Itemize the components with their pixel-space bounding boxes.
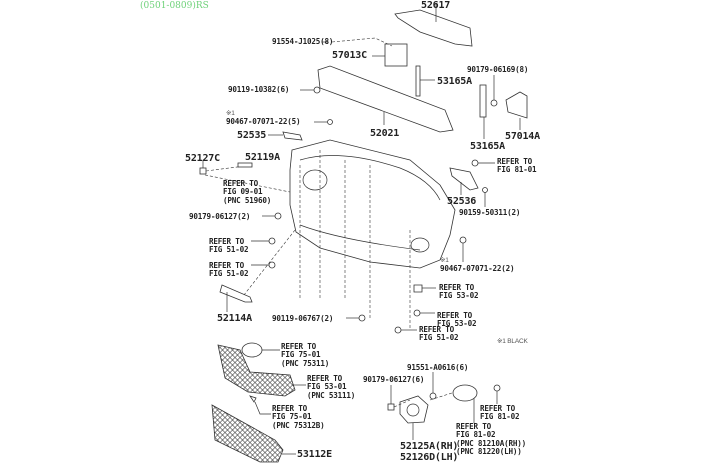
part-53165a-lower[interactable]: 53165A (470, 141, 505, 152)
part-90467-07071-22-2[interactable]: 90467-07071-22(2) (440, 264, 515, 273)
part-52119a[interactable]: 52119A (245, 152, 280, 163)
refer-fig-53-01[interactable]: REFER TO FIG 53-01 (PNC 53111) (307, 374, 356, 400)
refer-fig-53-02-b[interactable]: REFER TO FIG 53-02 (437, 311, 477, 329)
bumper-arm-57014A (505, 91, 528, 119)
part-52114a[interactable]: 52114A (217, 313, 252, 324)
part-52535[interactable]: 52535 (237, 130, 267, 141)
note-marker: ※1 (226, 110, 235, 117)
fog-lamp-cover (399, 395, 429, 424)
bumper-reinforcement (317, 65, 454, 133)
part-90179-06169[interactable]: 90179-06169(8) (467, 65, 529, 74)
refer-fig-51-02-c[interactable]: REFER TO FIG 51-02 (419, 325, 459, 343)
part-90119-10382[interactable]: 90119-10382(6) (228, 85, 290, 94)
part-90179-06127-2[interactable]: 90179-06127(2) (189, 212, 251, 221)
black-note: ※1 BLACK (497, 338, 528, 345)
refer-fig-51-02-b[interactable]: REFER TO FIG 51-02 (209, 261, 249, 279)
refer-fig-81-02-a[interactable]: REFER TO FIG 81-02 (480, 404, 520, 422)
part-91554-j1025[interactable]: 91554-J1025(8) (272, 37, 334, 46)
bumper-arm-57013C (384, 43, 408, 67)
model-code-title: (0501-0809)RS (140, 1, 209, 11)
fog-lamp (452, 384, 478, 402)
part-52127c[interactable]: 52127C (185, 153, 220, 164)
part-53112e[interactable]: 53112E (297, 449, 332, 460)
part-52125a-52126d[interactable]: 52125A(RH) 52126D(LH) (400, 441, 459, 463)
part-90159-50311[interactable]: 90159-50311(2) (459, 208, 521, 217)
part-90179-06127-6[interactable]: 90179-06127(6) (363, 375, 425, 384)
part-90119-06767[interactable]: 90119-06767(2) (272, 314, 334, 323)
emblem (241, 342, 263, 358)
refer-fig-09-01[interactable]: REFER TO FIG 09-01 (PNC 51960) (223, 179, 272, 205)
refer-fig-51-02-a[interactable]: REFER TO FIG 51-02 (209, 237, 249, 255)
part-53165a-upper[interactable]: 53165A (437, 76, 472, 87)
part-90467-07071-22-5[interactable]: 90467-07071-22(5) (226, 117, 301, 126)
refer-fig-81-02-b[interactable]: REFER TO FIG 81-02 (PNC 81210A(RH)) (PNC… (456, 422, 526, 457)
part-57014a[interactable]: 57014A (505, 131, 540, 142)
upper-radiator-grille (217, 344, 296, 397)
refer-fig-53-02-a[interactable]: REFER TO FIG 53-02 (439, 283, 479, 301)
refer-fig-75-01-b[interactable]: REFER TO FIG 75-01 (PNC 75312B) (272, 404, 325, 430)
lower-radiator-grille (211, 404, 284, 463)
note-marker: ※1 (440, 257, 449, 264)
upper-bumper-retainer (394, 9, 473, 47)
refer-fig-75-01-a[interactable]: REFER TO FIG 75-01 (PNC 75311) (281, 342, 330, 368)
part-52021[interactable]: 52021 (370, 128, 400, 139)
refer-fig-81-01[interactable]: REFER TO FIG 81-01 (497, 157, 537, 175)
part-91551-a0616[interactable]: 91551-A0616(6) (407, 363, 469, 372)
part-57013c[interactable]: 57013C (332, 50, 367, 61)
side-retainer-52536 (449, 167, 479, 191)
front-bumper-cover (289, 139, 456, 269)
part-52536[interactable]: 52536 (447, 196, 477, 207)
part-52617[interactable]: 52617 (421, 0, 451, 11)
license-plate-bracket (219, 284, 253, 303)
